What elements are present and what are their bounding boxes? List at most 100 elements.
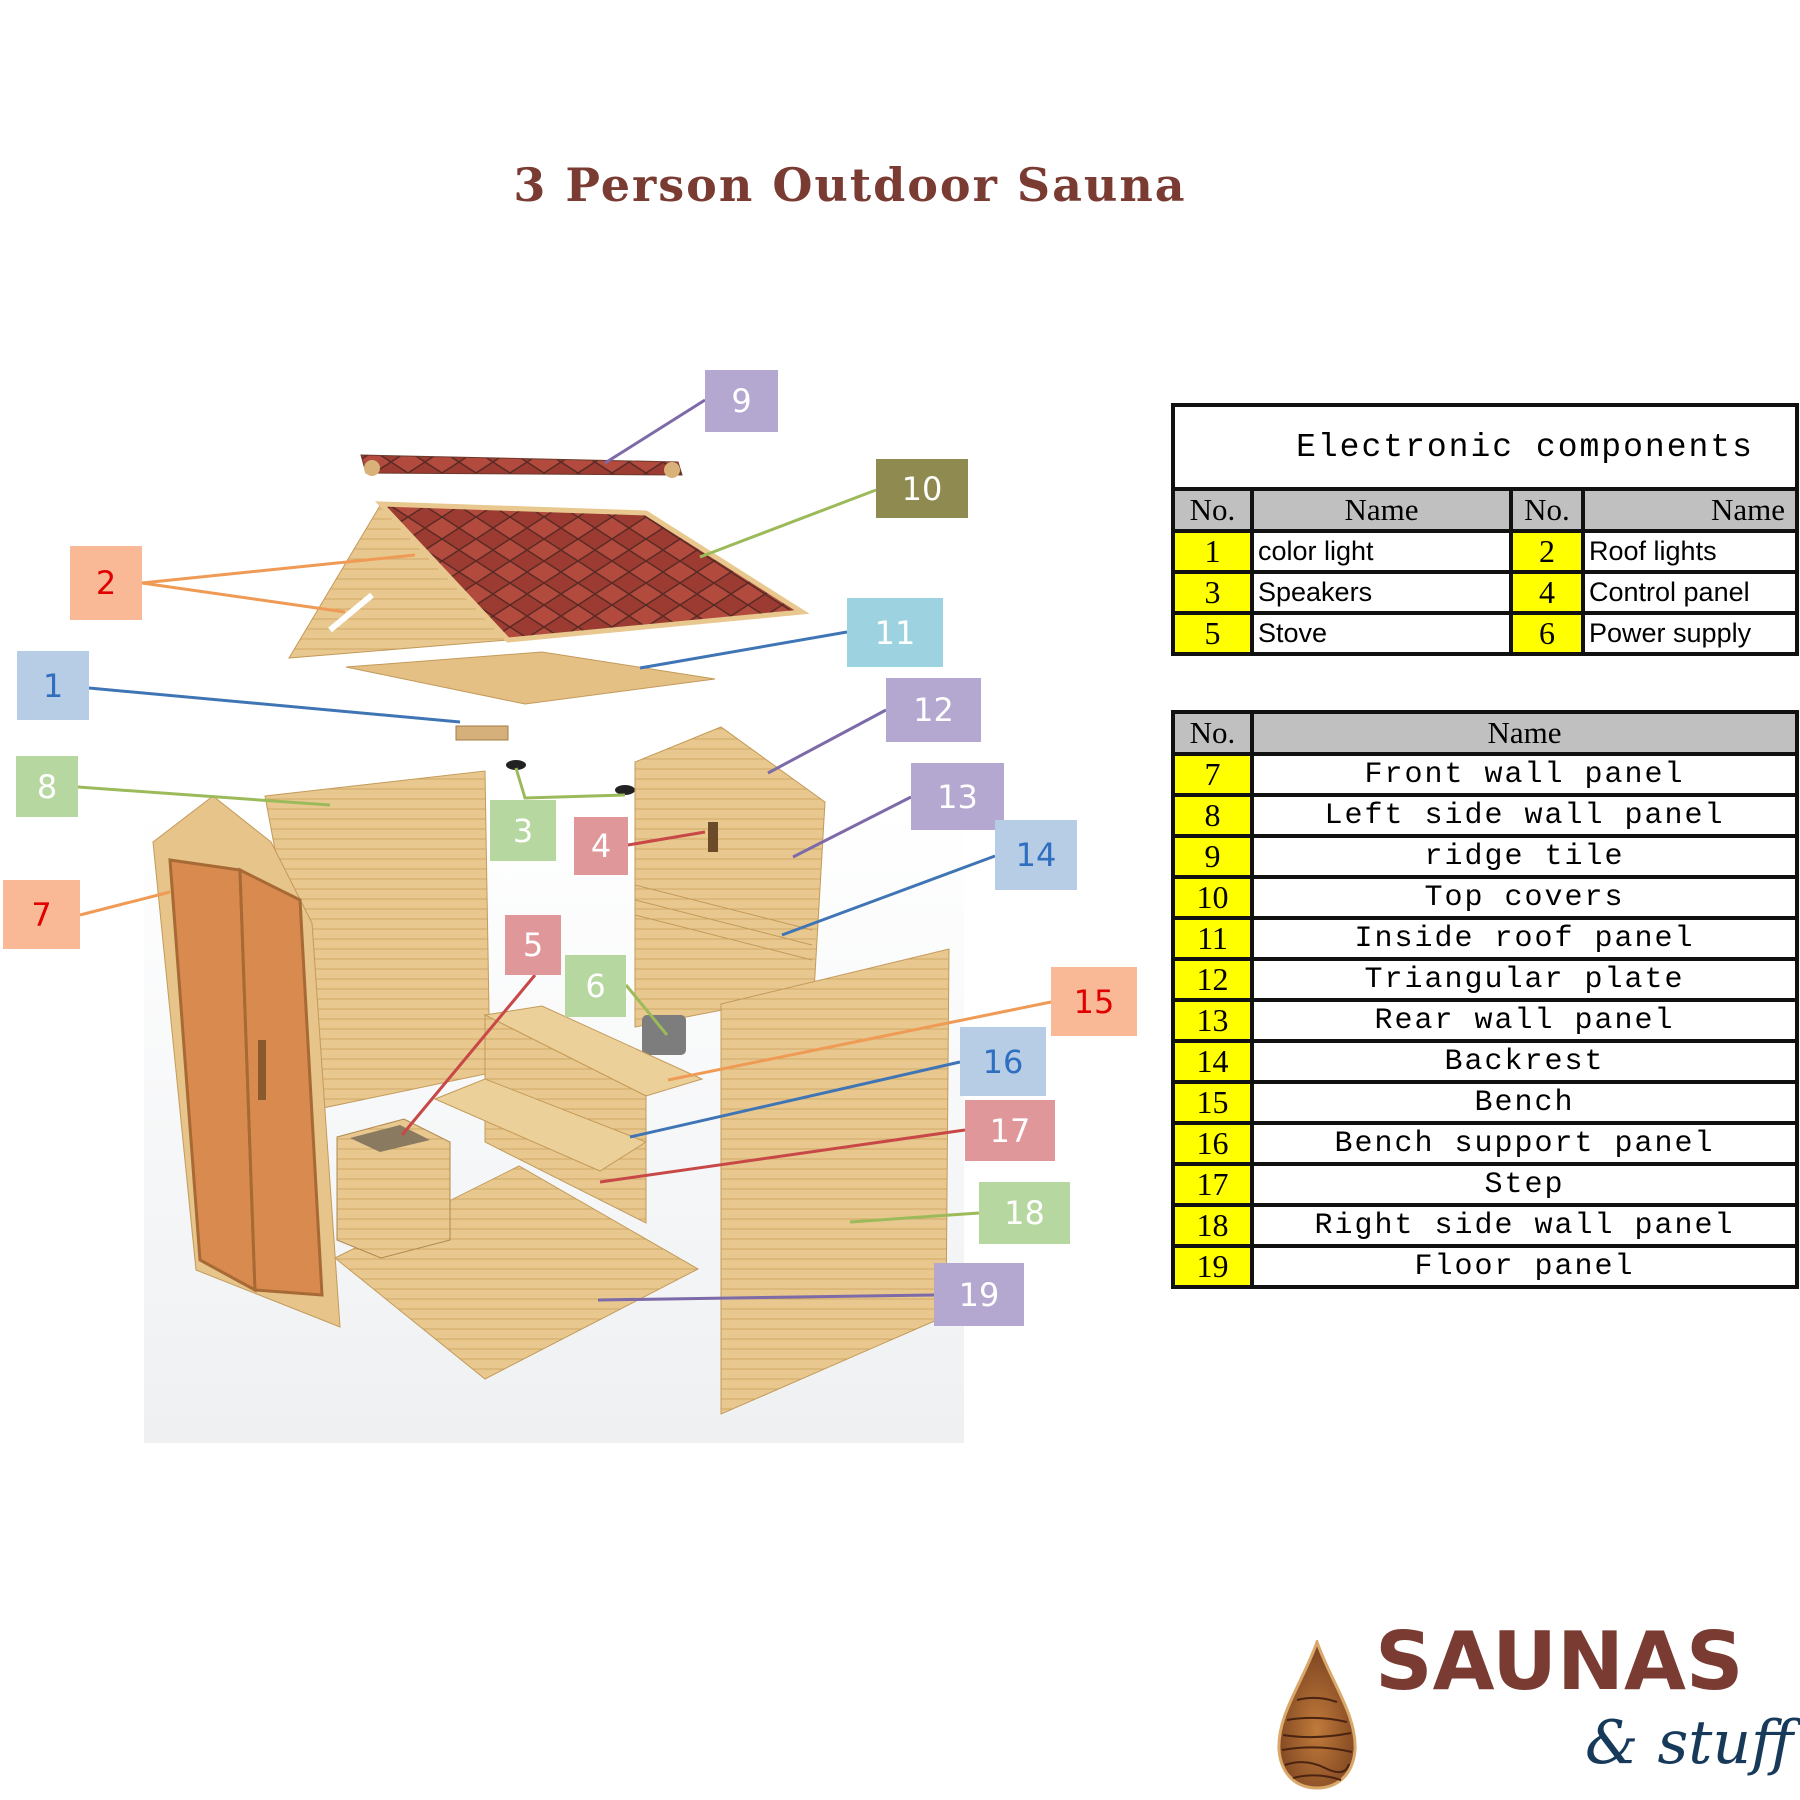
door-handle: [258, 1040, 266, 1100]
header-no: No.: [1171, 487, 1254, 533]
callout-6: 6: [565, 955, 626, 1017]
table-caption: Electronic components: [1171, 403, 1799, 491]
part-name: Step: [1250, 1162, 1799, 1207]
part-number: 12: [1171, 957, 1254, 1002]
part-name: Top covers: [1250, 875, 1799, 920]
part-name: Bench support panel: [1250, 1121, 1799, 1166]
roof: [288, 501, 810, 659]
logo-subtitle: & stuff: [1585, 1708, 1794, 1778]
part-number: 13: [1171, 998, 1254, 1043]
component-name: Speakers: [1250, 570, 1513, 615]
part-number: 17: [1171, 1162, 1254, 1207]
callout-16: 16: [960, 1027, 1046, 1096]
callout-2: 2: [70, 546, 142, 620]
component-number: 5: [1171, 611, 1254, 656]
header-no: No.: [1509, 487, 1585, 533]
logo-drop-icon: [1277, 1640, 1357, 1790]
component-number: 3: [1171, 570, 1254, 615]
part-number: 11: [1171, 916, 1254, 961]
part-name: Rear wall panel: [1250, 998, 1799, 1043]
callout-5: 5: [505, 915, 561, 975]
part-name: Bench: [1250, 1080, 1799, 1125]
header-no: No.: [1171, 710, 1254, 756]
callout-10: 10: [876, 459, 968, 518]
ridge-tile: [360, 454, 683, 478]
electronic-components-table: Electronic components No. Name No. Name …: [1171, 403, 1799, 656]
part-name: Left side wall panel: [1250, 793, 1799, 838]
bench: [433, 1005, 704, 1224]
part-name: Front wall panel: [1250, 752, 1799, 797]
color-light: [455, 725, 509, 741]
part-number: 16: [1171, 1121, 1254, 1166]
step: [433, 1078, 648, 1172]
callout-8: 8: [16, 756, 78, 817]
callout-13: 13: [911, 763, 1004, 830]
part-name: Triangular plate: [1250, 957, 1799, 1002]
header-name: Name: [1250, 710, 1799, 756]
component-name: Control panel: [1581, 570, 1799, 615]
callout-19: 19: [934, 1263, 1024, 1326]
part-name: ridge tile: [1250, 834, 1799, 879]
callout-7: 7: [3, 880, 80, 949]
part-number: 18: [1171, 1203, 1254, 1248]
logo-brand: SAUNAS: [1375, 1615, 1744, 1708]
power-supply: [642, 1015, 686, 1055]
callout-17: 17: [965, 1100, 1055, 1161]
callout-1: 1: [17, 651, 89, 720]
rear-wall-panel: [634, 726, 826, 1028]
part-name: Right side wall panel: [1250, 1203, 1799, 1248]
page-title: 3 Person Outdoor Sauna: [513, 158, 1187, 212]
header-name: Name: [1581, 487, 1799, 533]
component-number: 1: [1171, 529, 1254, 574]
callout-3: 3: [490, 800, 556, 861]
part-number: 14: [1171, 1039, 1254, 1084]
callout-15: 15: [1051, 967, 1137, 1036]
part-number: 7: [1171, 752, 1254, 797]
part-number: 8: [1171, 793, 1254, 838]
callout-4: 4: [574, 817, 628, 875]
part-name: Inside roof panel: [1250, 916, 1799, 961]
part-number: 15: [1171, 1080, 1254, 1125]
component-name: Stove: [1250, 611, 1513, 656]
component-name: color light: [1250, 529, 1513, 574]
callout-9: 9: [705, 370, 778, 432]
part-name: Backrest: [1250, 1039, 1799, 1084]
roof-light: [328, 592, 374, 633]
component-number: 4: [1509, 570, 1585, 615]
callout-18: 18: [979, 1182, 1070, 1244]
part-name: Floor panel: [1250, 1244, 1799, 1289]
component-name: Roof lights: [1581, 529, 1799, 574]
control-panel: [708, 822, 718, 852]
inside-roof-panel: [345, 651, 716, 705]
part-number: 10: [1171, 875, 1254, 920]
part-number: 19: [1171, 1244, 1254, 1289]
component-number: 6: [1509, 611, 1585, 656]
component-number: 2: [1509, 529, 1585, 574]
part-number: 9: [1171, 834, 1254, 879]
header-name: Name: [1250, 487, 1513, 533]
speakers: [506, 760, 635, 795]
callout-12: 12: [886, 678, 981, 742]
component-name: Power supply: [1581, 611, 1799, 656]
callout-11: 11: [847, 598, 943, 667]
callout-14: 14: [995, 820, 1077, 890]
leader-lines: [77, 398, 1052, 1302]
stove: [336, 1118, 451, 1259]
